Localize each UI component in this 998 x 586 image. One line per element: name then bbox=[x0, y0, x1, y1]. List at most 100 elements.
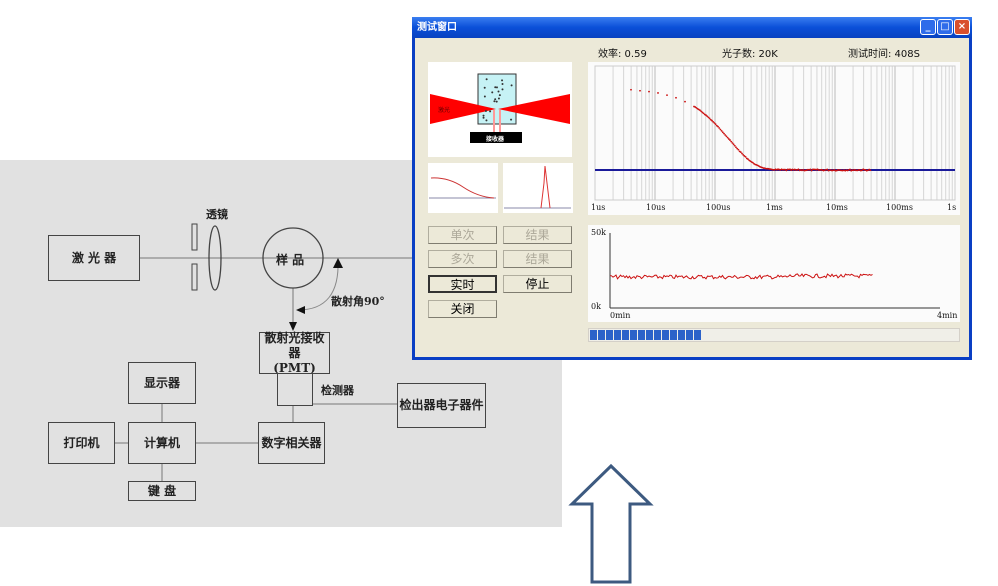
correlation-point bbox=[717, 125, 719, 128]
correlation-point bbox=[730, 140, 733, 143]
particle bbox=[485, 119, 488, 122]
correlation-point bbox=[714, 123, 717, 126]
stop-button[interactable]: 停止 bbox=[503, 275, 572, 293]
correlation-point bbox=[731, 142, 734, 144]
scattering-illustration: 激光 接收器 bbox=[428, 62, 572, 157]
correlation-point bbox=[826, 168, 829, 171]
correlation-point bbox=[809, 168, 812, 171]
realtime-button[interactable]: 实时 bbox=[428, 275, 497, 293]
plot-frame bbox=[594, 65, 956, 201]
particle bbox=[494, 98, 497, 101]
mini-distribution-chart bbox=[503, 163, 573, 213]
sample-circle bbox=[262, 227, 324, 289]
correlation-point bbox=[785, 169, 788, 172]
correlation-point bbox=[718, 127, 721, 129]
particle bbox=[482, 116, 485, 119]
multi-button[interactable]: 多次 bbox=[428, 250, 497, 268]
correlation-point bbox=[869, 169, 872, 172]
correlation-point bbox=[721, 131, 724, 134]
particle bbox=[510, 118, 513, 121]
correlation-point bbox=[630, 88, 632, 91]
correlation-point bbox=[715, 124, 718, 127]
particle bbox=[489, 110, 492, 113]
progress-block bbox=[654, 330, 661, 340]
maximize-button[interactable]: □ bbox=[937, 19, 953, 35]
correlation-point bbox=[657, 92, 659, 94]
progress-block bbox=[670, 330, 677, 340]
correlation-point bbox=[810, 169, 813, 172]
x-min-label: 0min bbox=[610, 311, 631, 320]
test-window: 测试窗口 _ □ × 效率: 0.59 光子数: 20K 测试时间: 408S … bbox=[412, 17, 972, 360]
progress-bar bbox=[588, 328, 960, 342]
correlation-point bbox=[700, 110, 703, 113]
y-min-label: 0k bbox=[591, 302, 601, 311]
multi-result-button[interactable]: 结果 bbox=[503, 250, 572, 268]
particle bbox=[497, 97, 500, 100]
correlation-point bbox=[729, 139, 731, 141]
diagram-lines bbox=[115, 223, 562, 481]
correlation-point bbox=[747, 158, 749, 161]
correlation-point bbox=[707, 116, 710, 119]
close-window-button[interactable]: × bbox=[954, 19, 970, 35]
correlation-point bbox=[699, 109, 701, 112]
correlation-point bbox=[720, 130, 723, 132]
progress-block bbox=[638, 330, 645, 340]
window-title: 测试窗口 bbox=[417, 22, 457, 33]
x-tick-label: 10us bbox=[646, 203, 666, 212]
sample-label: 样 品 bbox=[276, 253, 305, 267]
title-bar[interactable]: 测试窗口 _ □ × bbox=[412, 17, 972, 38]
laser-label: 激光 bbox=[438, 106, 450, 114]
correlation-point bbox=[751, 161, 754, 164]
x-tick-label: 1ms bbox=[766, 203, 783, 212]
progress-block bbox=[694, 330, 701, 340]
correlation-point bbox=[719, 128, 722, 131]
correlation-point bbox=[675, 96, 677, 99]
slit-bottom bbox=[191, 263, 198, 291]
lens-icon bbox=[208, 225, 222, 291]
computer-box: 计算机 bbox=[128, 422, 196, 464]
correlation-point bbox=[727, 138, 730, 140]
printer-box: 打印机 bbox=[48, 422, 115, 464]
particle bbox=[501, 82, 504, 85]
display-box: 显示器 bbox=[128, 362, 196, 404]
correlation-point bbox=[711, 119, 713, 122]
correlation-point bbox=[735, 146, 737, 149]
correlation-point bbox=[705, 114, 707, 117]
correlation-point bbox=[706, 115, 709, 118]
correlation-point bbox=[797, 168, 800, 171]
correlation-point bbox=[723, 132, 725, 135]
x-tick-label: 100us bbox=[706, 203, 731, 212]
x-tick-label: 100ms bbox=[886, 203, 913, 212]
correlation-point bbox=[725, 135, 728, 138]
y-max-label: 50k bbox=[591, 228, 607, 237]
particle bbox=[493, 100, 496, 103]
count-rate-chart: 50k 0k 0min 4min bbox=[588, 225, 960, 322]
particle bbox=[498, 94, 501, 97]
single-button[interactable]: 单次 bbox=[428, 226, 497, 244]
particle bbox=[491, 91, 494, 94]
slit-top bbox=[191, 223, 198, 251]
angle-label: 散射角90° bbox=[331, 295, 385, 308]
pmt-sub-label: (PMT) bbox=[273, 360, 316, 375]
x-max-label: 4min bbox=[937, 311, 958, 320]
pmt-box: 散射光接收器 (PMT) bbox=[259, 331, 330, 375]
detector-box bbox=[277, 373, 313, 406]
correlation-point bbox=[744, 155, 747, 158]
close-button[interactable]: 关闭 bbox=[428, 300, 497, 318]
correlation-point bbox=[726, 136, 729, 139]
progress-block bbox=[686, 330, 693, 340]
correlation-point bbox=[639, 89, 641, 92]
particle bbox=[483, 95, 486, 98]
single-result-button[interactable]: 结果 bbox=[503, 226, 572, 244]
correlation-point bbox=[849, 168, 851, 171]
minimize-button[interactable]: _ bbox=[920, 19, 936, 35]
correlation-point bbox=[684, 100, 686, 103]
correlation-point bbox=[724, 134, 727, 136]
up-arrow-icon bbox=[568, 463, 654, 584]
particle bbox=[483, 86, 486, 89]
keyboard-box: 键 盘 bbox=[128, 481, 196, 501]
particle bbox=[501, 88, 504, 91]
efficiency-stat: 效率: 0.59 bbox=[598, 49, 647, 60]
photon-count-stat: 光子数: 20K bbox=[722, 49, 778, 60]
